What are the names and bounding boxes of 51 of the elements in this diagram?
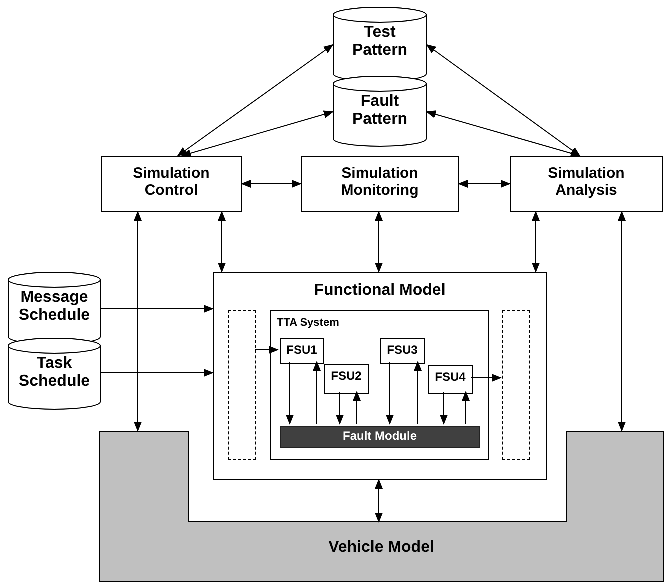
dashed-box bbox=[228, 310, 256, 460]
arrow bbox=[286, 362, 294, 425]
arrow bbox=[458, 180, 511, 188]
arrow bbox=[440, 392, 448, 425]
arrow bbox=[375, 211, 383, 273]
arrow bbox=[426, 44, 581, 157]
unit-label: FSU2 bbox=[330, 370, 363, 384]
box-label: Simulation Monitoring bbox=[340, 165, 420, 200]
process-box bbox=[510, 156, 663, 212]
unit-label: FSU1 bbox=[286, 344, 318, 358]
system-box bbox=[270, 310, 489, 460]
module-bar bbox=[280, 426, 480, 448]
arrow bbox=[218, 211, 226, 273]
cylinder-label: Task Schedule bbox=[18, 355, 92, 392]
arrow bbox=[426, 110, 581, 158]
cylinder-label: Test Pattern bbox=[351, 24, 409, 61]
process-box bbox=[301, 156, 459, 212]
box-title: Functional Model bbox=[313, 282, 447, 300]
arrow bbox=[241, 180, 302, 188]
unit-label: FSU3 bbox=[386, 344, 419, 358]
arrow bbox=[618, 211, 626, 432]
arrow bbox=[254, 346, 279, 354]
unit-box bbox=[324, 364, 369, 394]
arrow bbox=[353, 391, 361, 424]
unit-box bbox=[280, 338, 324, 364]
process-box bbox=[101, 156, 242, 212]
box-label: Simulation Analysis bbox=[547, 165, 626, 200]
unit-box bbox=[380, 338, 425, 364]
arrow bbox=[386, 362, 394, 425]
arrow bbox=[470, 374, 502, 382]
unit-label: FSU4 bbox=[434, 371, 467, 385]
arrow bbox=[100, 369, 214, 377]
arrow bbox=[134, 211, 142, 432]
arrow bbox=[414, 361, 422, 424]
region-label: Vehicle Model bbox=[328, 539, 436, 558]
arrow bbox=[181, 110, 334, 158]
arrow bbox=[532, 211, 540, 273]
unit-box bbox=[428, 365, 473, 394]
arrow bbox=[375, 479, 383, 523]
arrow bbox=[336, 392, 344, 425]
bar-label: Fault Module bbox=[342, 430, 418, 444]
cylinder-label: Fault Pattern bbox=[351, 93, 409, 130]
arrow bbox=[462, 391, 470, 424]
arrow bbox=[313, 361, 321, 424]
cylinder-label: Message Schedule bbox=[18, 289, 92, 326]
box-title: TTA System bbox=[277, 317, 340, 330]
model-box bbox=[213, 272, 547, 480]
box-label: Simulation Control bbox=[132, 165, 211, 200]
arrow bbox=[100, 305, 214, 313]
arrow bbox=[177, 44, 334, 157]
dashed-box bbox=[502, 310, 530, 460]
